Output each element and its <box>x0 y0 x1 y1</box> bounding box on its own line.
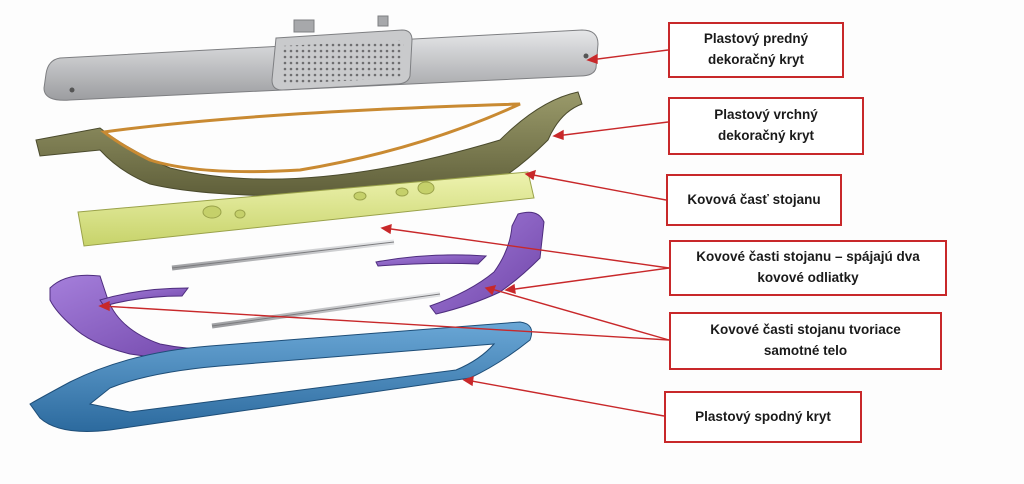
bottom-plastic-cover-part <box>29 321 533 432</box>
callout-text-line1: Plastový predný <box>703 31 809 47</box>
callout-front-decorative-cover: Plastový predný dekoračný kryt <box>668 22 844 78</box>
metal-joining-rods <box>171 239 441 329</box>
callout-bottom-plastic-cover: Plastový spodný kryt <box>664 391 862 443</box>
callout-text-line1: Kovové časti stojanu tvoriace <box>710 322 901 338</box>
callout-text-line1: Plastový vrchný <box>714 107 818 123</box>
callout-text-line2: dekoračný kryt <box>707 52 805 67</box>
callout-text-line2: samotné telo <box>763 343 848 358</box>
top-decorative-cover-part <box>35 91 583 197</box>
metal-stand-part <box>77 171 535 247</box>
callout-body-metal-parts: Kovové časti stojanu tvoriace samotné te… <box>669 312 942 370</box>
callout-text-line1: Kovové časti stojanu – spájajú dva <box>696 249 920 265</box>
callout-text-line1: Plastový spodný kryt <box>695 408 831 424</box>
callout-text-line2: kovové odliatky <box>757 270 859 285</box>
metal-castings-right <box>375 211 545 315</box>
callout-top-decorative-cover: Plastový vrchný dekoračný kryt <box>668 97 864 155</box>
callout-text-line1: Kovová časť stojanu <box>687 191 821 207</box>
front-decorative-cover-part <box>43 15 599 101</box>
callout-arrows <box>98 49 670 417</box>
callout-metal-stand-part: Kovová časť stojanu <box>666 174 842 226</box>
callout-text-line2: dekoračný kryt <box>717 128 815 143</box>
callout-joining-metal-parts: Kovové časti stojanu – spájajú dva kovov… <box>669 240 947 296</box>
